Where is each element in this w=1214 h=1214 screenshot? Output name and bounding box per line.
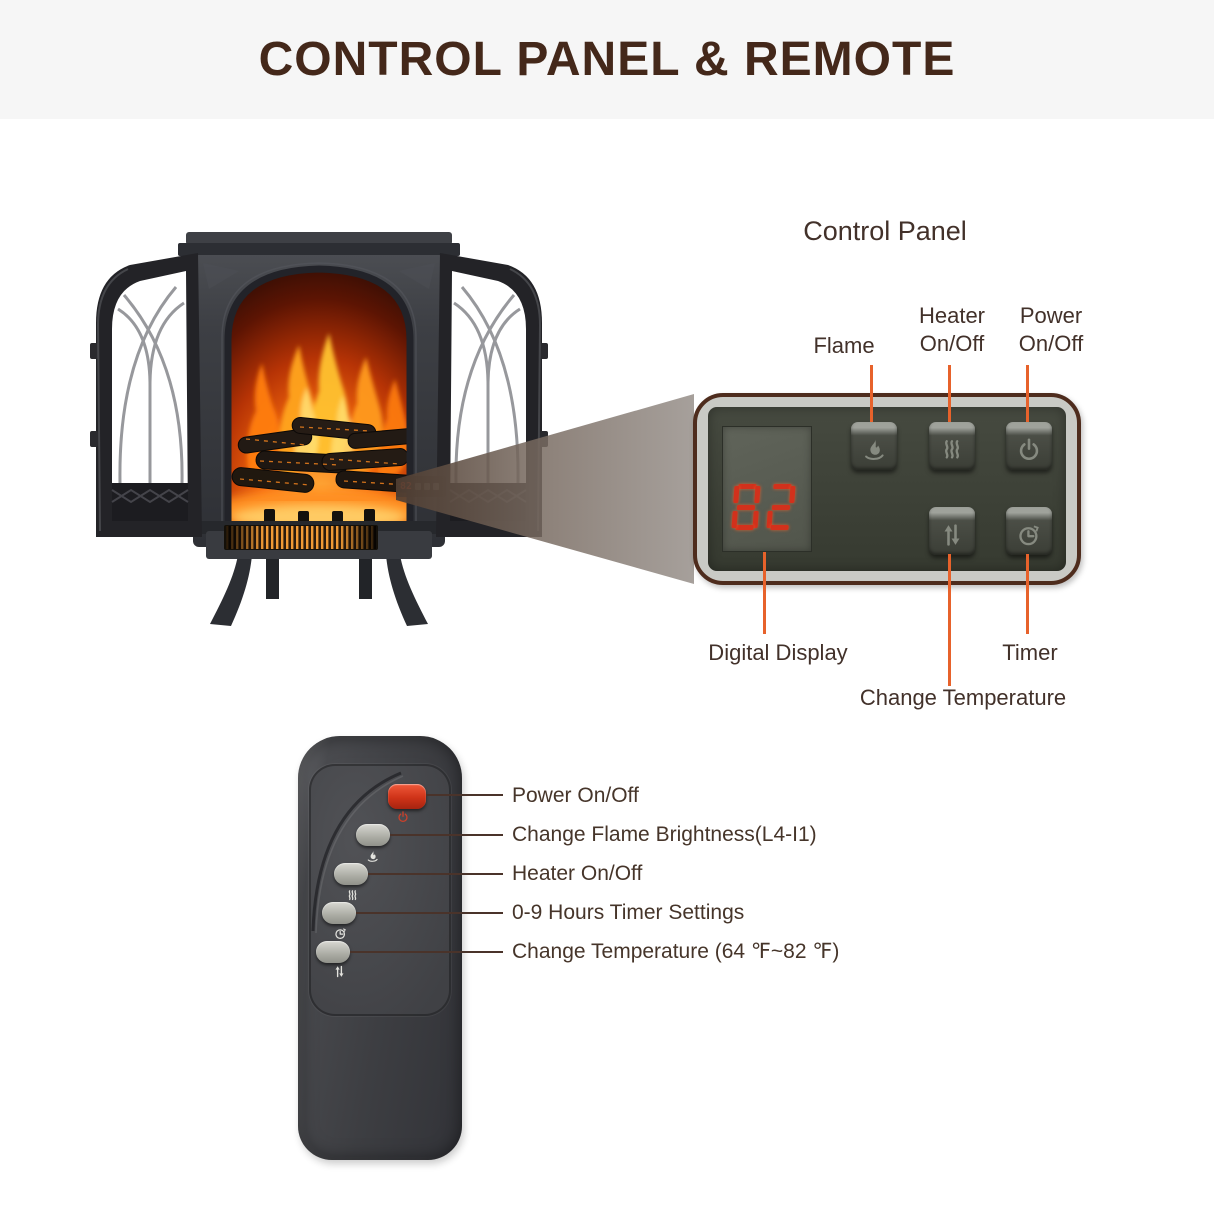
label-flame: Flame [813,333,875,358]
label-remote-flame-brightness: Change Flame Brightness(L4-I1) [512,823,817,846]
up-down-arrows-icon [332,964,347,979]
label-remote-timer: 0-9 Hours Timer Settings [512,901,745,924]
up-down-arrows-icon [938,521,966,549]
label-digital-display: Digital Display [708,640,848,665]
heater-vent [224,525,378,550]
label-remote-temperature: Change Temperature (64 ℉~82 ℉) [512,940,840,963]
firebox-frame [224,265,414,529]
remote-button-panel [309,764,451,1016]
callout-line-flame [870,365,873,422]
remote-control [298,736,462,1160]
stove-mini-display-value: 82 [400,480,413,492]
title-bar: CONTROL PANEL & REMOTE [0,0,1214,119]
power-icon [396,810,410,824]
firebox [228,269,410,525]
callout-line-remote-temperature [350,951,503,953]
callout-line-remote-timer [356,912,503,914]
logs [231,416,410,493]
callout-line-heater [948,365,951,422]
power-icon [1015,436,1043,464]
label-change-temperature: Change Temperature [859,685,1067,710]
stove-top-plate [186,232,452,245]
page-title: CONTROL PANEL & REMOTE [258,33,956,86]
callout-line-power [1026,365,1029,422]
heater-waves-icon [345,888,360,903]
remote-heater-button [334,863,368,885]
callout-line-timer [1026,554,1029,634]
door-tracery [117,286,185,484]
stove-top-trim [178,243,460,256]
label-heater-on-off: Heater On/Off [918,303,986,356]
remote-timer-button [322,902,356,924]
stove-right-door [434,251,550,539]
stove-left-door [90,253,202,537]
callout-line-change-temperature [948,554,951,686]
mini-button [415,483,422,490]
power-on-off-button [1006,422,1052,470]
seven-segment-digit [731,484,761,530]
label-remote-heater: Heater On/Off [512,862,643,885]
flame-button [851,422,897,470]
remote-flame-brightness-button [356,824,390,846]
timer-clock-icon [1015,521,1043,549]
label-timer: Timer [1002,640,1058,665]
control-panel-heading: Control Panel [803,216,967,246]
mini-button [424,483,431,490]
timer-button [1006,507,1052,555]
callout-line-remote-power [426,794,503,796]
callout-line-remote-heater [368,873,503,875]
seven-segment-display [731,484,796,530]
label-power-on-off: Power On/Off [1018,303,1084,356]
timer-clock-icon [333,926,348,941]
mini-button [433,483,440,490]
heater-on-off-button [929,422,975,470]
change-temperature-button [929,507,975,555]
label-remote-power: Power On/Off [512,784,639,807]
fireplace-stove-image [90,232,550,626]
callout-line-remote-flame-brightness [390,834,503,836]
heater-waves-icon [938,436,966,464]
flame-icon [860,436,888,464]
remote-temperature-button [316,941,350,963]
callout-line-digital-display [763,552,766,634]
flame-icon [365,849,380,864]
stove-legs [210,555,428,626]
seven-segment-digit [766,484,796,530]
remote-power-button [388,784,426,809]
stove-mini-control-panel: 82 [396,476,446,497]
remote-groove [311,771,404,934]
